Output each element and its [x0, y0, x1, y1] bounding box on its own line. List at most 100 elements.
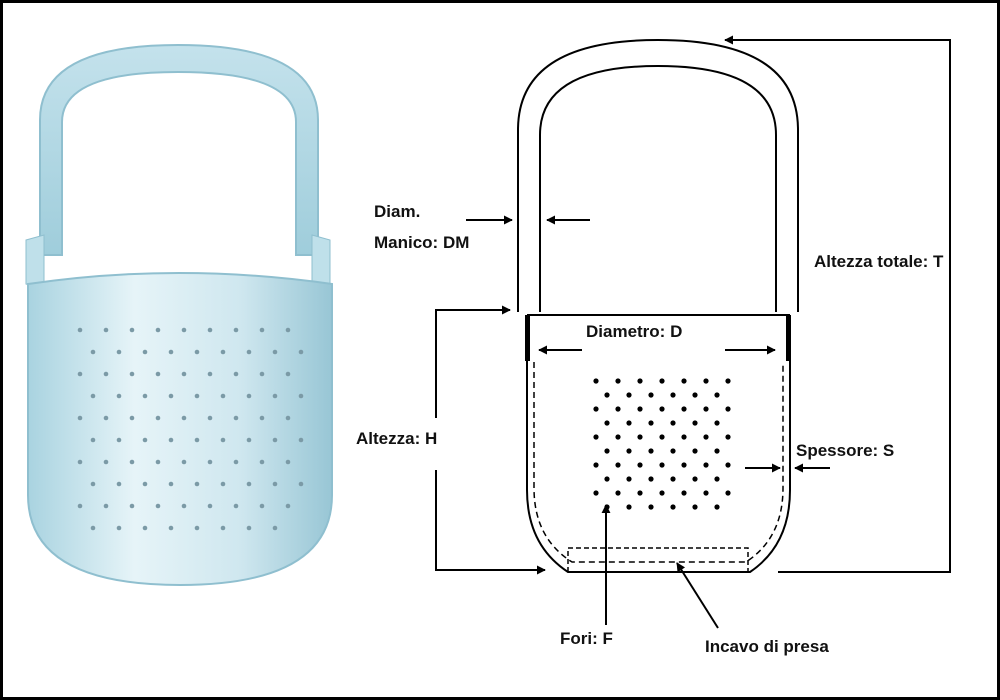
photo-hole — [298, 481, 304, 487]
photo-body — [27, 272, 333, 587]
photo-hole — [129, 459, 135, 465]
photo-hole — [259, 415, 265, 421]
drawing-hole — [703, 490, 709, 496]
photo-hole — [259, 459, 265, 465]
photo-hole — [194, 437, 200, 443]
photo-hole — [194, 393, 200, 399]
photo-hole — [103, 503, 109, 509]
drawing-hole — [703, 462, 709, 468]
drawing-hole — [670, 448, 676, 454]
photo-hole — [181, 503, 187, 509]
drawing-rim-right — [786, 315, 791, 361]
drawing-hole — [692, 476, 698, 482]
drawing-hole — [703, 406, 709, 412]
photo-hole — [168, 481, 174, 487]
photo-hole — [272, 393, 278, 399]
photo-hole — [259, 371, 265, 377]
photo-hole — [116, 349, 122, 355]
drawing-hole — [615, 406, 621, 412]
drawing-hole — [692, 504, 698, 510]
drawing-hole — [670, 392, 676, 398]
drawing-hole — [593, 490, 599, 496]
drawing-hole — [692, 420, 698, 426]
drawing-hole — [637, 462, 643, 468]
drawing-hole — [703, 434, 709, 440]
photo-hole — [298, 437, 304, 443]
photo-hole — [220, 349, 226, 355]
photo-hole — [285, 327, 291, 333]
photo-hole — [103, 327, 109, 333]
drawing-hole — [659, 406, 665, 412]
drawing-hole — [626, 392, 632, 398]
drawing-hole — [659, 462, 665, 468]
drawing-hole — [593, 462, 599, 468]
photo-hole — [90, 349, 96, 355]
photo-hole — [142, 525, 148, 531]
drawing-body-inner — [533, 362, 784, 563]
drawing-hole — [725, 434, 731, 440]
drawing-hole — [637, 434, 643, 440]
drawing-hole — [659, 378, 665, 384]
drawing-hole — [714, 448, 720, 454]
drawing-hole — [725, 406, 731, 412]
label-altezza: Altezza: H — [356, 429, 437, 448]
photo-hole — [259, 327, 265, 333]
drawing-handle-inner — [539, 64, 777, 312]
photo-hole — [272, 349, 278, 355]
photo-hole — [246, 437, 252, 443]
photo-hole — [246, 481, 252, 487]
drawing-hole — [648, 448, 654, 454]
photo-hole — [285, 459, 291, 465]
photo-hole — [155, 459, 161, 465]
drawing-hole — [681, 490, 687, 496]
drawing-hole — [604, 448, 610, 454]
photo-hole — [142, 349, 148, 355]
drawing-hole — [593, 406, 599, 412]
photo-hole — [285, 503, 291, 509]
drawing-hole — [692, 448, 698, 454]
label-spessore: Spessore: S — [796, 441, 894, 460]
drawing-hole — [604, 476, 610, 482]
label-fori: Fori: F — [560, 629, 613, 648]
technical-drawing — [517, 38, 799, 573]
label-altezza-totale: Altezza totale: T — [814, 252, 944, 271]
drawing-hole — [714, 420, 720, 426]
drawing-hole — [681, 378, 687, 384]
photo-hole — [285, 371, 291, 377]
drawing-hole — [725, 462, 731, 468]
photo-hole — [233, 459, 239, 465]
label-manico: Manico: DM — [374, 233, 469, 252]
photo-hole — [90, 481, 96, 487]
label-diametro: Diametro: D — [586, 322, 682, 341]
photo-hole — [103, 415, 109, 421]
photo-hole — [272, 437, 278, 443]
dimension-lines — [435, 35, 951, 629]
photo-hole — [298, 349, 304, 355]
drawing-hole — [670, 476, 676, 482]
photo-hole — [246, 349, 252, 355]
drawing-hole — [681, 434, 687, 440]
photo-hole — [246, 525, 252, 531]
photo-hole — [129, 371, 135, 377]
photo-hole — [220, 393, 226, 399]
label-incavo: Incavo di presa — [705, 637, 829, 656]
photo-hole — [168, 393, 174, 399]
drawing-handle-outer — [517, 38, 799, 312]
basket-photo — [25, 43, 333, 587]
photo-holes — [77, 327, 304, 531]
photo-hole — [142, 437, 148, 443]
photo-hole — [207, 327, 213, 333]
photo-hole — [90, 393, 96, 399]
drawing-hole — [648, 420, 654, 426]
drawing-hole — [659, 434, 665, 440]
photo-hole — [220, 525, 226, 531]
photo-hole — [129, 415, 135, 421]
photo-hole — [194, 525, 200, 531]
photo-hole — [103, 371, 109, 377]
photo-hole — [77, 415, 83, 421]
drawing-hole — [615, 462, 621, 468]
photo-hole — [77, 327, 83, 333]
photo-hole — [207, 503, 213, 509]
drawing-hole — [593, 434, 599, 440]
